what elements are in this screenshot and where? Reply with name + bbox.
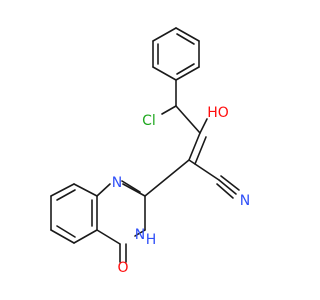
triple-bond [216, 183, 234, 199]
pyrimidinone-ring [96, 180, 146, 263]
bond [152, 27, 177, 42]
bond [96, 183, 111, 197]
bond-c-cl [161, 105, 177, 115]
triple-bond [218, 179, 237, 195]
bond [96, 229, 121, 245]
molecule-structure-diagram: HO Cl N N N H O [50, 27, 251, 276]
benzo-ring [50, 183, 98, 244]
bond [50, 229, 75, 244]
bond [73, 229, 98, 244]
double-bond [194, 136, 207, 165]
bond [73, 183, 98, 197]
bond [122, 183, 146, 197]
phenyl-ring [152, 27, 200, 81]
bond [50, 183, 75, 197]
amide-hydrogen-label: H [146, 232, 157, 248]
nitrile-nitrogen-label: N [240, 193, 250, 209]
aromatic-bond [56, 225, 76, 238]
triple-bond [220, 175, 240, 191]
aromatic-bond [176, 33, 195, 45]
bond [175, 105, 201, 134]
bond [175, 66, 200, 81]
bond [152, 66, 177, 81]
ring-nitrogen-label: N [112, 175, 122, 191]
aromatic-bond [56, 189, 76, 201]
chlorine-label: Cl [142, 113, 156, 129]
aromatic-bond [176, 63, 195, 75]
bond [188, 159, 220, 181]
bond [175, 27, 200, 42]
bond [134, 229, 146, 237]
double-bond [121, 180, 141, 193]
bond-c-oh [199, 118, 208, 134]
hydroxyl-label: HO [207, 105, 229, 121]
molecule-svg: HO Cl N N N H O [50, 27, 250, 276]
amide-nitrogen-label: N [135, 227, 145, 243]
carbonyl-oxygen-label: O [117, 260, 128, 276]
bond [144, 159, 190, 197]
double-bond [188, 132, 201, 161]
